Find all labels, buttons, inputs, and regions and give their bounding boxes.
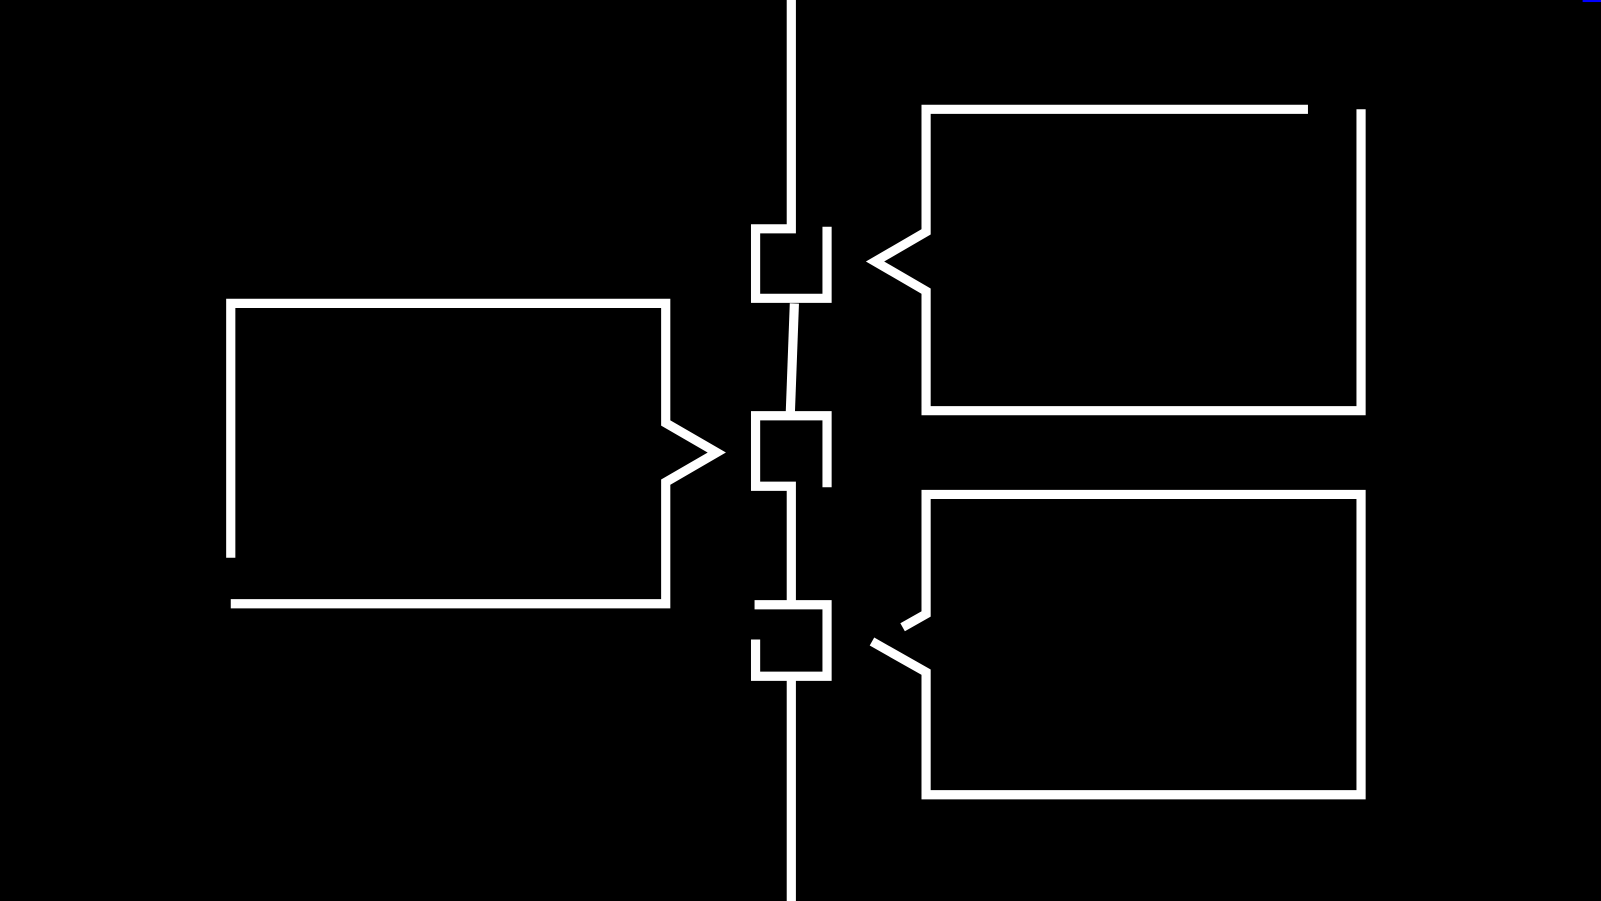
callout-bottom-right <box>869 489 1366 800</box>
connector-box-bottom <box>750 600 832 681</box>
callout-top-right <box>865 104 1366 416</box>
spine-connector-slanted <box>785 303 799 414</box>
corner-accent-mark <box>1582 0 1601 3</box>
connector-box-middle <box>750 411 832 603</box>
callout-left <box>226 298 726 609</box>
spine-top-segment <box>750 0 832 303</box>
